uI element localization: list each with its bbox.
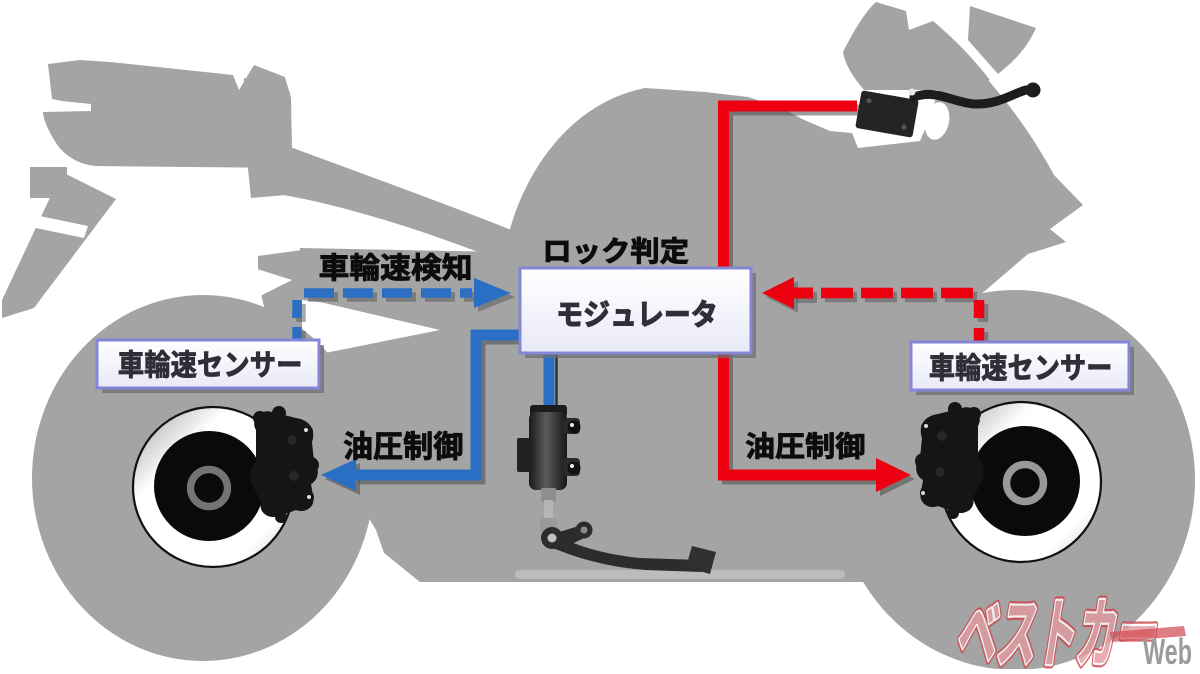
svg-text:Web: Web	[1143, 631, 1192, 669]
